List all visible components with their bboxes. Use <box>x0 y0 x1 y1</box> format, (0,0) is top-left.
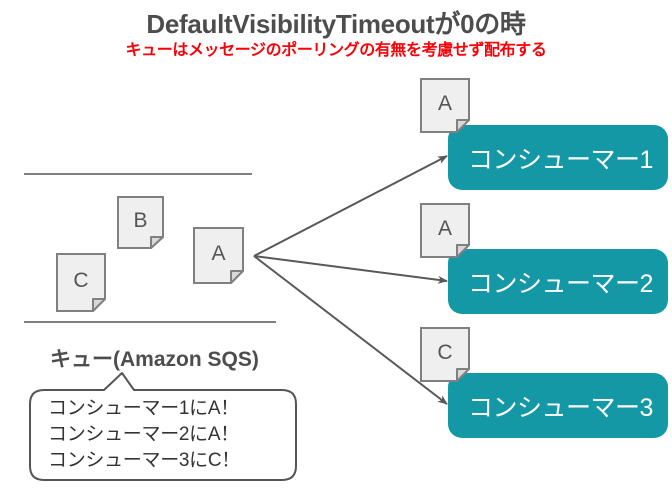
queue-caption: キュー(Amazon SQS) <box>50 348 259 371</box>
document-icon <box>193 227 244 284</box>
queue-top-line <box>24 173 252 175</box>
consumer-box-1[interactable]: コンシューマー1 <box>448 125 668 190</box>
delivered-message-3: C <box>420 327 470 382</box>
consumer-box-2[interactable]: コンシューマー2 <box>448 249 668 314</box>
queue-message-c: C <box>56 253 106 312</box>
arrow-to-consumer-3 <box>253 255 448 405</box>
bubble-line-1: コンシューマー1にA！ <box>48 398 239 419</box>
consumer-box-3-label: コンシューマー3 <box>468 393 653 422</box>
document-icon <box>56 253 106 312</box>
queue-bottom-line <box>24 321 276 323</box>
arrow-to-consumer-2 <box>253 255 448 284</box>
arrow-to-consumer-1 <box>253 155 448 257</box>
queue-message-b: B <box>117 196 164 249</box>
document-icon <box>117 196 164 249</box>
document-icon <box>420 203 470 258</box>
speech-bubble-text: コンシューマー1にA！ コンシューマー2にA！ コンシューマー3にC！ <box>48 396 288 474</box>
document-icon <box>420 327 470 382</box>
document-icon <box>420 78 470 133</box>
delivered-message-2: A <box>420 203 470 258</box>
consumer-box-1-label: コンシューマー1 <box>468 145 653 174</box>
page-subtitle: キューはメッセージのポーリングの有無を考慮せず配布する <box>125 42 547 59</box>
consumer-box-3[interactable]: コンシューマー3 <box>448 373 668 438</box>
queue-message-a: A <box>193 227 244 284</box>
delivered-message-1: A <box>420 78 470 133</box>
bubble-line-2: コンシューマー2にA！ <box>48 424 239 445</box>
page-title: DefaultVisibilityTimeoutが0の時 <box>146 9 526 39</box>
consumer-box-2-label: コンシューマー2 <box>468 269 653 298</box>
bubble-line-3: コンシューマー3にC！ <box>48 450 240 471</box>
